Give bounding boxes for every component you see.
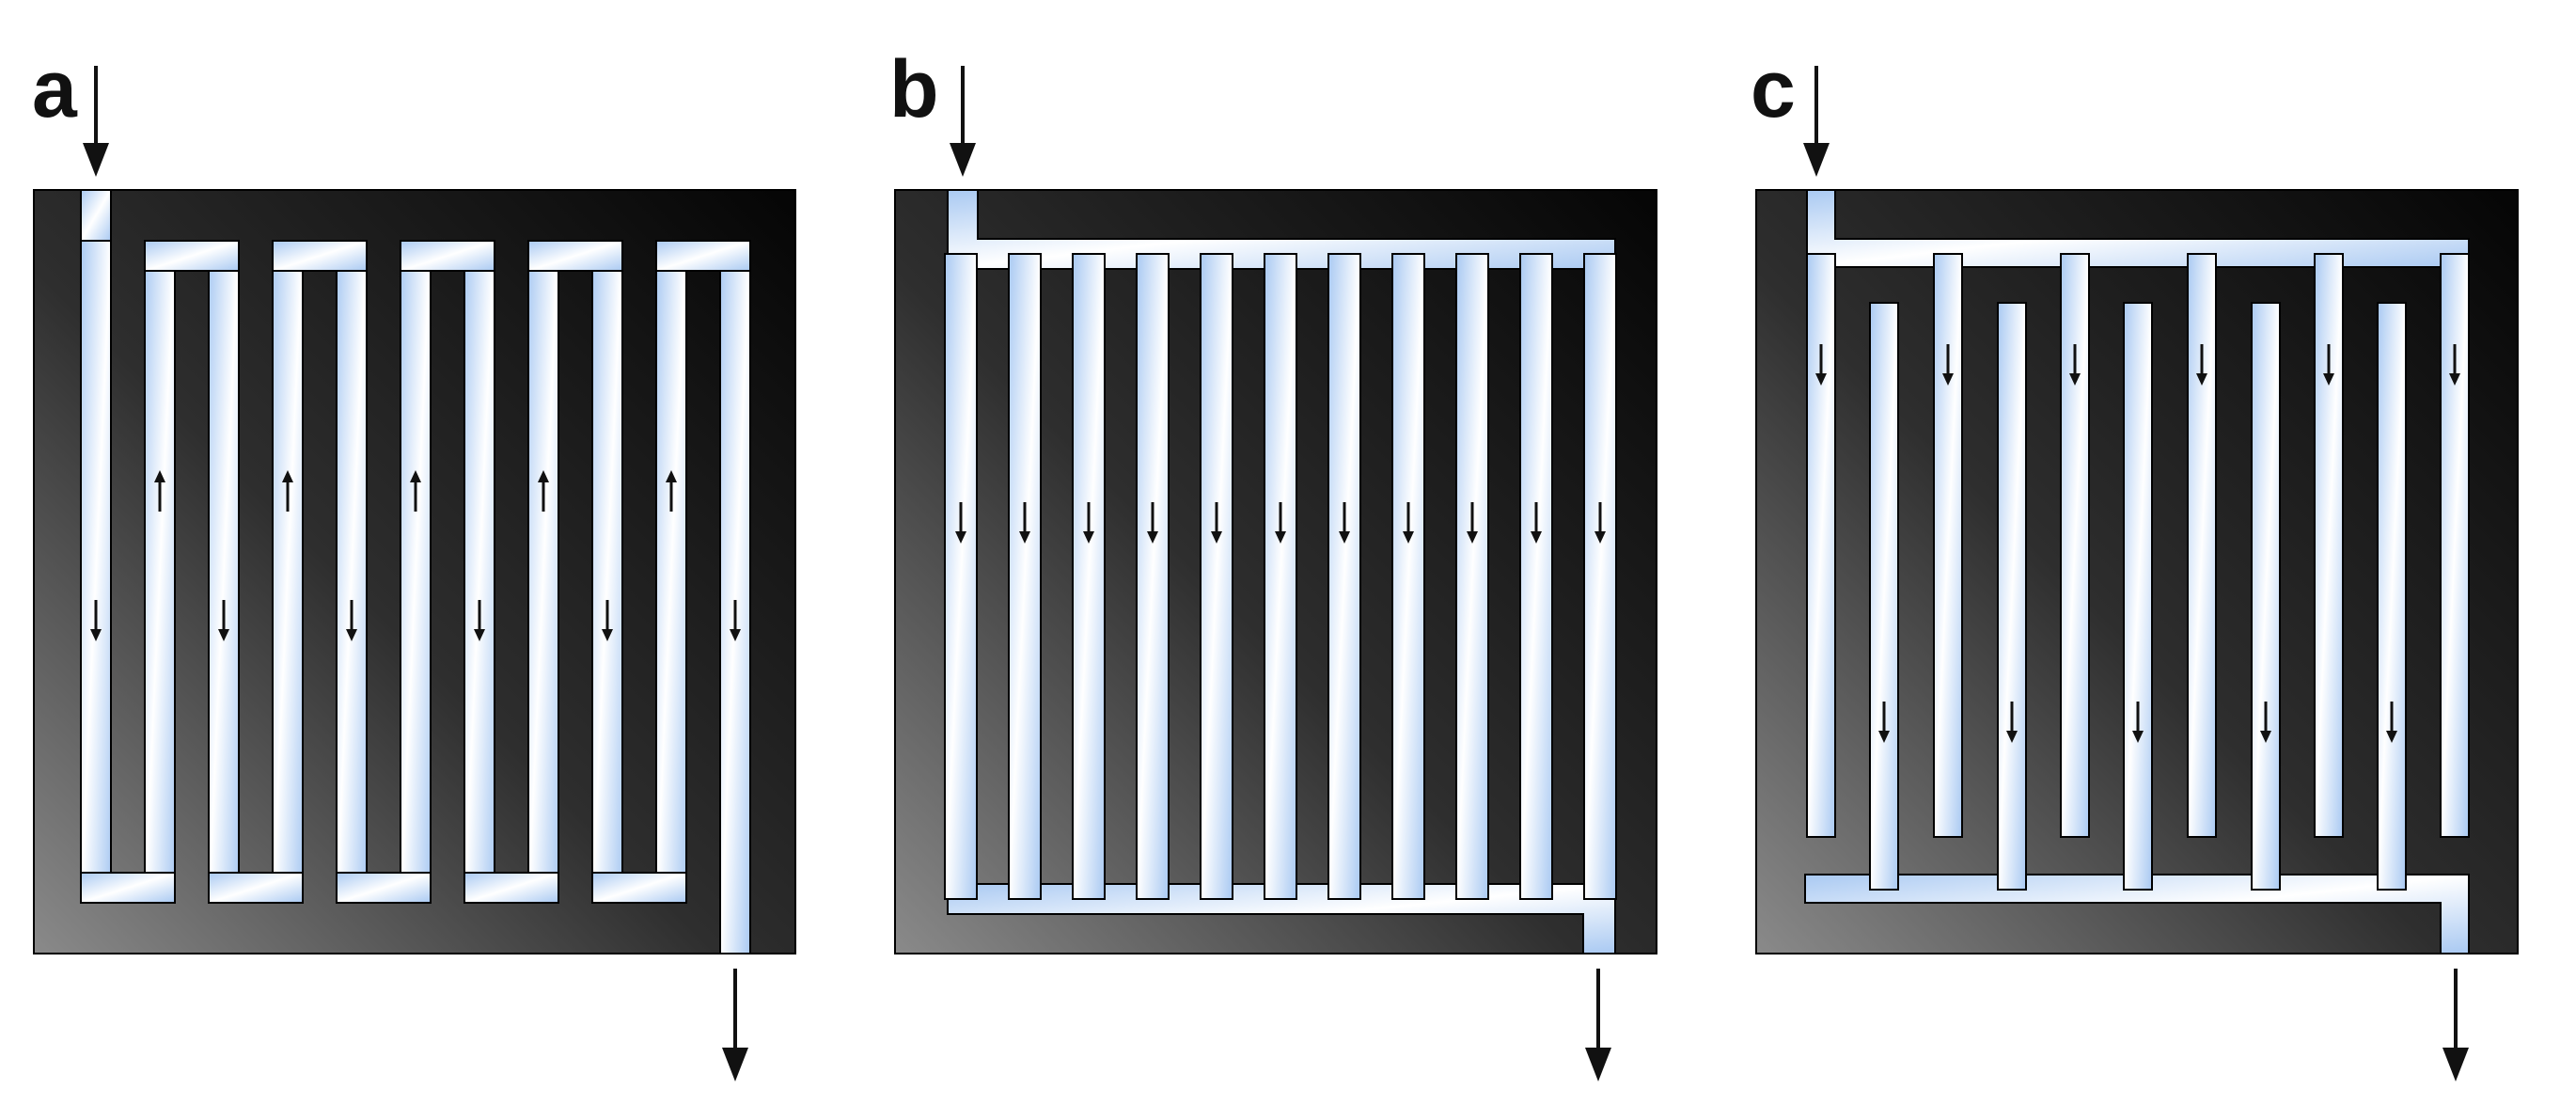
channel-turn-a-9 — [655, 240, 751, 272]
finger-outlet-c-3 — [2251, 302, 2281, 891]
finger-outlet-c-1 — [1997, 302, 2027, 891]
channel-b-1 — [1008, 253, 1042, 900]
flow-arrow-a-up-1 — [154, 470, 165, 512]
channel-b-6 — [1327, 253, 1361, 900]
flow-arrow-c-top-2 — [2069, 344, 2081, 386]
flow-arrow-b-7 — [1403, 502, 1414, 544]
flow-arrow-a-down-8 — [602, 600, 613, 641]
channel-a-7 — [527, 240, 559, 904]
channel-turn-a-7 — [527, 240, 623, 272]
finger-outlet-c-2 — [2123, 302, 2153, 891]
channel-a-5 — [400, 240, 432, 904]
flow-arrow-a-up-7 — [538, 470, 549, 512]
flow-arrow-b-5 — [1275, 502, 1286, 544]
inlet-arrow-c — [1803, 66, 1830, 177]
flow-arrow-c-top-5 — [2449, 344, 2460, 386]
finger-inlet-c-3 — [2187, 253, 2217, 838]
flow-arrow-a-down-2 — [218, 600, 229, 641]
channel-a-6 — [463, 240, 495, 904]
channel-header-bottom-c — [1804, 874, 2470, 954]
outlet-arrow-b — [1585, 969, 1611, 1081]
finger-inlet-c-1 — [1933, 253, 1963, 838]
flow-arrow-a-up-5 — [410, 470, 421, 512]
flow-arrow-b-1 — [1019, 502, 1030, 544]
flow-arrow-c-top-3 — [2196, 344, 2207, 386]
flow-arrow-c-bottom-3 — [2260, 702, 2271, 743]
channel-turn-a-1 — [144, 240, 240, 272]
channel-a-2 — [208, 240, 240, 904]
finger-outlet-c-4 — [2377, 302, 2407, 891]
channel-inlet-a — [80, 189, 112, 242]
flow-arrow-b-4 — [1211, 502, 1222, 544]
flow-arrow-c-top-1 — [1942, 344, 1954, 386]
flow-arrow-b-0 — [955, 502, 966, 544]
finger-inlet-c-2 — [2060, 253, 2090, 838]
channel-b-3 — [1136, 253, 1170, 900]
channel-b-7 — [1391, 253, 1425, 900]
flow-arrow-a-down-10 — [730, 600, 741, 641]
flow-arrow-c-bottom-0 — [1878, 702, 1890, 743]
channel-turn-a-3 — [272, 240, 368, 272]
flow-arrow-a-up-9 — [666, 470, 677, 512]
flow-arrow-c-bottom-1 — [2006, 702, 2018, 743]
panel-label-b: b — [889, 44, 939, 134]
flow-arrow-c-bottom-2 — [2132, 702, 2144, 743]
channel-b-2 — [1072, 253, 1106, 900]
flow-arrow-a-down-4 — [346, 600, 357, 641]
inlet-arrow-a — [83, 66, 109, 177]
channel-a-0 — [80, 240, 112, 904]
outlet-arrow-c — [2442, 969, 2469, 1081]
flow-arrow-b-2 — [1083, 502, 1094, 544]
flow-arrow-a-down-6 — [474, 600, 485, 641]
channel-turn-a-2 — [208, 872, 304, 904]
channel-turn-a-0 — [80, 872, 176, 904]
channel-b-0 — [944, 253, 978, 900]
channel-b-9 — [1519, 253, 1553, 900]
flow-arrow-a-up-3 — [282, 470, 293, 512]
outlet-arrow-a — [722, 969, 748, 1081]
channel-turn-a-6 — [463, 872, 559, 904]
flow-arrow-a-down-0 — [90, 600, 102, 641]
channel-a-4 — [336, 240, 368, 904]
channel-a-8 — [591, 240, 623, 904]
channel-b-5 — [1264, 253, 1297, 900]
flow-arrow-b-3 — [1147, 502, 1158, 544]
channel-b-4 — [1200, 253, 1233, 900]
channel-turn-a-4 — [336, 872, 432, 904]
channel-b-8 — [1455, 253, 1489, 900]
panel-label-a: a — [32, 44, 77, 134]
channel-a-10 — [719, 240, 751, 954]
channel-b-10 — [1583, 253, 1617, 900]
channel-a-3 — [272, 240, 304, 904]
flow-arrow-c-bottom-4 — [2386, 702, 2397, 743]
panel-label-c: c — [1751, 44, 1796, 134]
finger-inlet-c-5 — [2440, 253, 2470, 838]
channel-a-1 — [144, 240, 176, 904]
finger-outlet-c-0 — [1869, 302, 1899, 891]
flow-arrow-c-top-0 — [1815, 344, 1827, 386]
channel-turn-a-5 — [400, 240, 495, 272]
flow-arrow-b-6 — [1339, 502, 1350, 544]
channel-a-9 — [655, 240, 687, 904]
flow-arrow-b-9 — [1531, 502, 1542, 544]
flow-arrow-b-10 — [1594, 502, 1606, 544]
channel-turn-a-8 — [591, 872, 687, 904]
flow-arrow-b-8 — [1467, 502, 1478, 544]
finger-inlet-c-0 — [1806, 253, 1836, 838]
finger-inlet-c-4 — [2314, 253, 2344, 838]
flow-arrow-c-top-4 — [2323, 344, 2334, 386]
inlet-arrow-b — [950, 66, 976, 177]
